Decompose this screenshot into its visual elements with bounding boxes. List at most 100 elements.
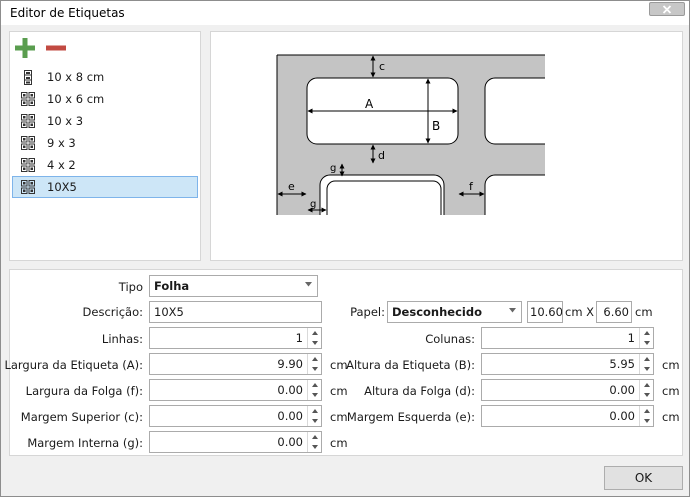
chevron-up-icon: [643, 383, 650, 387]
margem-esquerda-label: Margem Esquerda (e):: [346, 410, 475, 424]
altura-folga-unit: cm: [662, 384, 680, 398]
decrement-button[interactable]: [308, 390, 321, 400]
ok-button[interactable]: OK: [604, 466, 683, 490]
margem-interna-stepper[interactable]: 0.00: [149, 431, 322, 453]
increment-button[interactable]: [640, 328, 653, 338]
list-item-selected[interactable]: 10X5: [12, 176, 198, 198]
plus-icon: [15, 38, 35, 58]
close-button[interactable]: [649, 2, 685, 16]
linhas-value: 1: [295, 331, 303, 345]
decrement-button[interactable]: [308, 338, 321, 348]
single-column-icon: [24, 70, 32, 85]
chevron-down-icon: [311, 341, 318, 345]
chevron-down-icon: [509, 308, 516, 313]
chevron-up-icon: [643, 331, 650, 335]
descricao-label: Descrição:: [82, 305, 143, 319]
colunas-label: Colunas:: [425, 332, 475, 346]
decrement-button[interactable]: [640, 364, 653, 374]
altura-etiqueta-label: Altura da Etiqueta (B):: [346, 358, 475, 372]
decrement-button[interactable]: [640, 338, 653, 348]
largura-etiqueta-value: 9.90: [277, 357, 303, 371]
label-list-panel: 10 x 8 cm 10 x 6 cm: [9, 31, 201, 261]
dimension-label-b: B: [432, 119, 440, 133]
list-item-label: 10 x 8 cm: [47, 70, 105, 84]
increment-button[interactable]: [308, 354, 321, 364]
chevron-up-icon: [311, 409, 318, 413]
margem-superior-label: Margem Superior (c):: [20, 410, 143, 424]
list-item[interactable]: 9 x 3: [12, 132, 198, 154]
close-icon: [662, 4, 672, 14]
title-bar: Editor de Etiquetas: [1, 1, 689, 25]
label-preview-panel: c A B d g e f g: [210, 31, 683, 261]
largura-folga-stepper[interactable]: 0.00: [149, 379, 322, 401]
tipo-select[interactable]: Folha: [149, 275, 318, 297]
increment-button[interactable]: [308, 432, 321, 442]
largura-etiqueta-stepper[interactable]: 9.90: [149, 353, 322, 375]
increment-button[interactable]: [640, 406, 653, 416]
largura-folga-label: Largura da Folga (f):: [25, 384, 143, 398]
add-label-button[interactable]: [13, 36, 37, 60]
increment-button[interactable]: [308, 406, 321, 416]
altura-etiqueta-value: 5.95: [609, 357, 635, 371]
increment-button[interactable]: [308, 380, 321, 390]
chevron-up-icon: [311, 383, 318, 387]
dimension-label-a: A: [365, 97, 374, 111]
list-item[interactable]: 10 x 6 cm: [12, 88, 198, 110]
chevron-down-icon: [311, 367, 318, 371]
increment-button[interactable]: [640, 380, 653, 390]
largura-etiqueta-label: Largura da Etiqueta (A):: [4, 358, 143, 372]
margem-esquerda-unit: cm: [662, 410, 680, 424]
altura-folga-label: Altura da Folga (d):: [364, 384, 475, 398]
margem-superior-unit: cm: [330, 410, 348, 424]
grid-icon: [21, 180, 35, 194]
altura-etiqueta-stepper[interactable]: 5.95: [481, 353, 654, 375]
largura-etiqueta-unit: cm: [330, 358, 348, 372]
papel-select[interactable]: Desconhecido: [387, 301, 522, 323]
list-item[interactable]: 10 x 3: [12, 110, 198, 132]
altura-folga-stepper[interactable]: 0.00: [481, 379, 654, 401]
decrement-button[interactable]: [308, 442, 321, 452]
margem-esquerda-stepper[interactable]: 0.00: [481, 405, 654, 427]
list-item-label: 10X5: [47, 180, 77, 194]
altura-etiqueta-unit: cm: [662, 358, 680, 372]
list-item-label: 10 x 6 cm: [47, 92, 105, 106]
remove-label-button[interactable]: [44, 36, 68, 60]
chevron-down-icon: [305, 282, 312, 287]
list-item[interactable]: 4 x 2: [12, 154, 198, 176]
chevron-down-icon: [643, 393, 650, 397]
label-layout-diagram: c A B d g e f g: [271, 52, 682, 235]
chevron-up-icon: [643, 409, 650, 413]
papel-width-input[interactable]: 10.60: [527, 301, 563, 323]
descricao-input[interactable]: 10X5: [149, 301, 322, 323]
dimension-label-c: c: [379, 60, 385, 73]
papel-label: Papel:: [350, 305, 385, 319]
linhas-stepper[interactable]: 1: [149, 327, 322, 349]
chevron-up-icon: [311, 331, 318, 335]
grid-icon: [21, 136, 35, 150]
chevron-up-icon: [311, 435, 318, 439]
colunas-stepper[interactable]: 1: [481, 327, 654, 349]
decrement-button[interactable]: [308, 416, 321, 426]
window-title: Editor de Etiquetas: [10, 6, 125, 20]
increment-button[interactable]: [308, 328, 321, 338]
dimension-label-d: d: [378, 149, 385, 162]
margem-interna-unit: cm: [330, 436, 348, 450]
list-item[interactable]: 10 x 8 cm: [12, 66, 198, 88]
papel-value: Desconhecido: [392, 305, 482, 319]
chevron-down-icon: [311, 445, 318, 449]
chevron-up-icon: [643, 357, 650, 361]
margem-superior-stepper[interactable]: 0.00: [149, 405, 322, 427]
dimension-label-g-left: g: [310, 199, 316, 210]
decrement-button[interactable]: [308, 364, 321, 374]
chevron-down-icon: [643, 419, 650, 423]
increment-button[interactable]: [640, 354, 653, 364]
tipo-value: Folha: [154, 279, 190, 293]
papel-height-input[interactable]: 6.60: [596, 301, 632, 323]
chevron-up-icon: [311, 357, 318, 361]
decrement-button[interactable]: [640, 390, 653, 400]
largura-folga-value: 0.00: [277, 383, 303, 397]
label-list: 10 x 8 cm 10 x 6 cm: [10, 66, 200, 198]
decrement-button[interactable]: [640, 416, 653, 426]
label-shape: [484, 77, 556, 145]
largura-folga-unit: cm: [330, 384, 348, 398]
